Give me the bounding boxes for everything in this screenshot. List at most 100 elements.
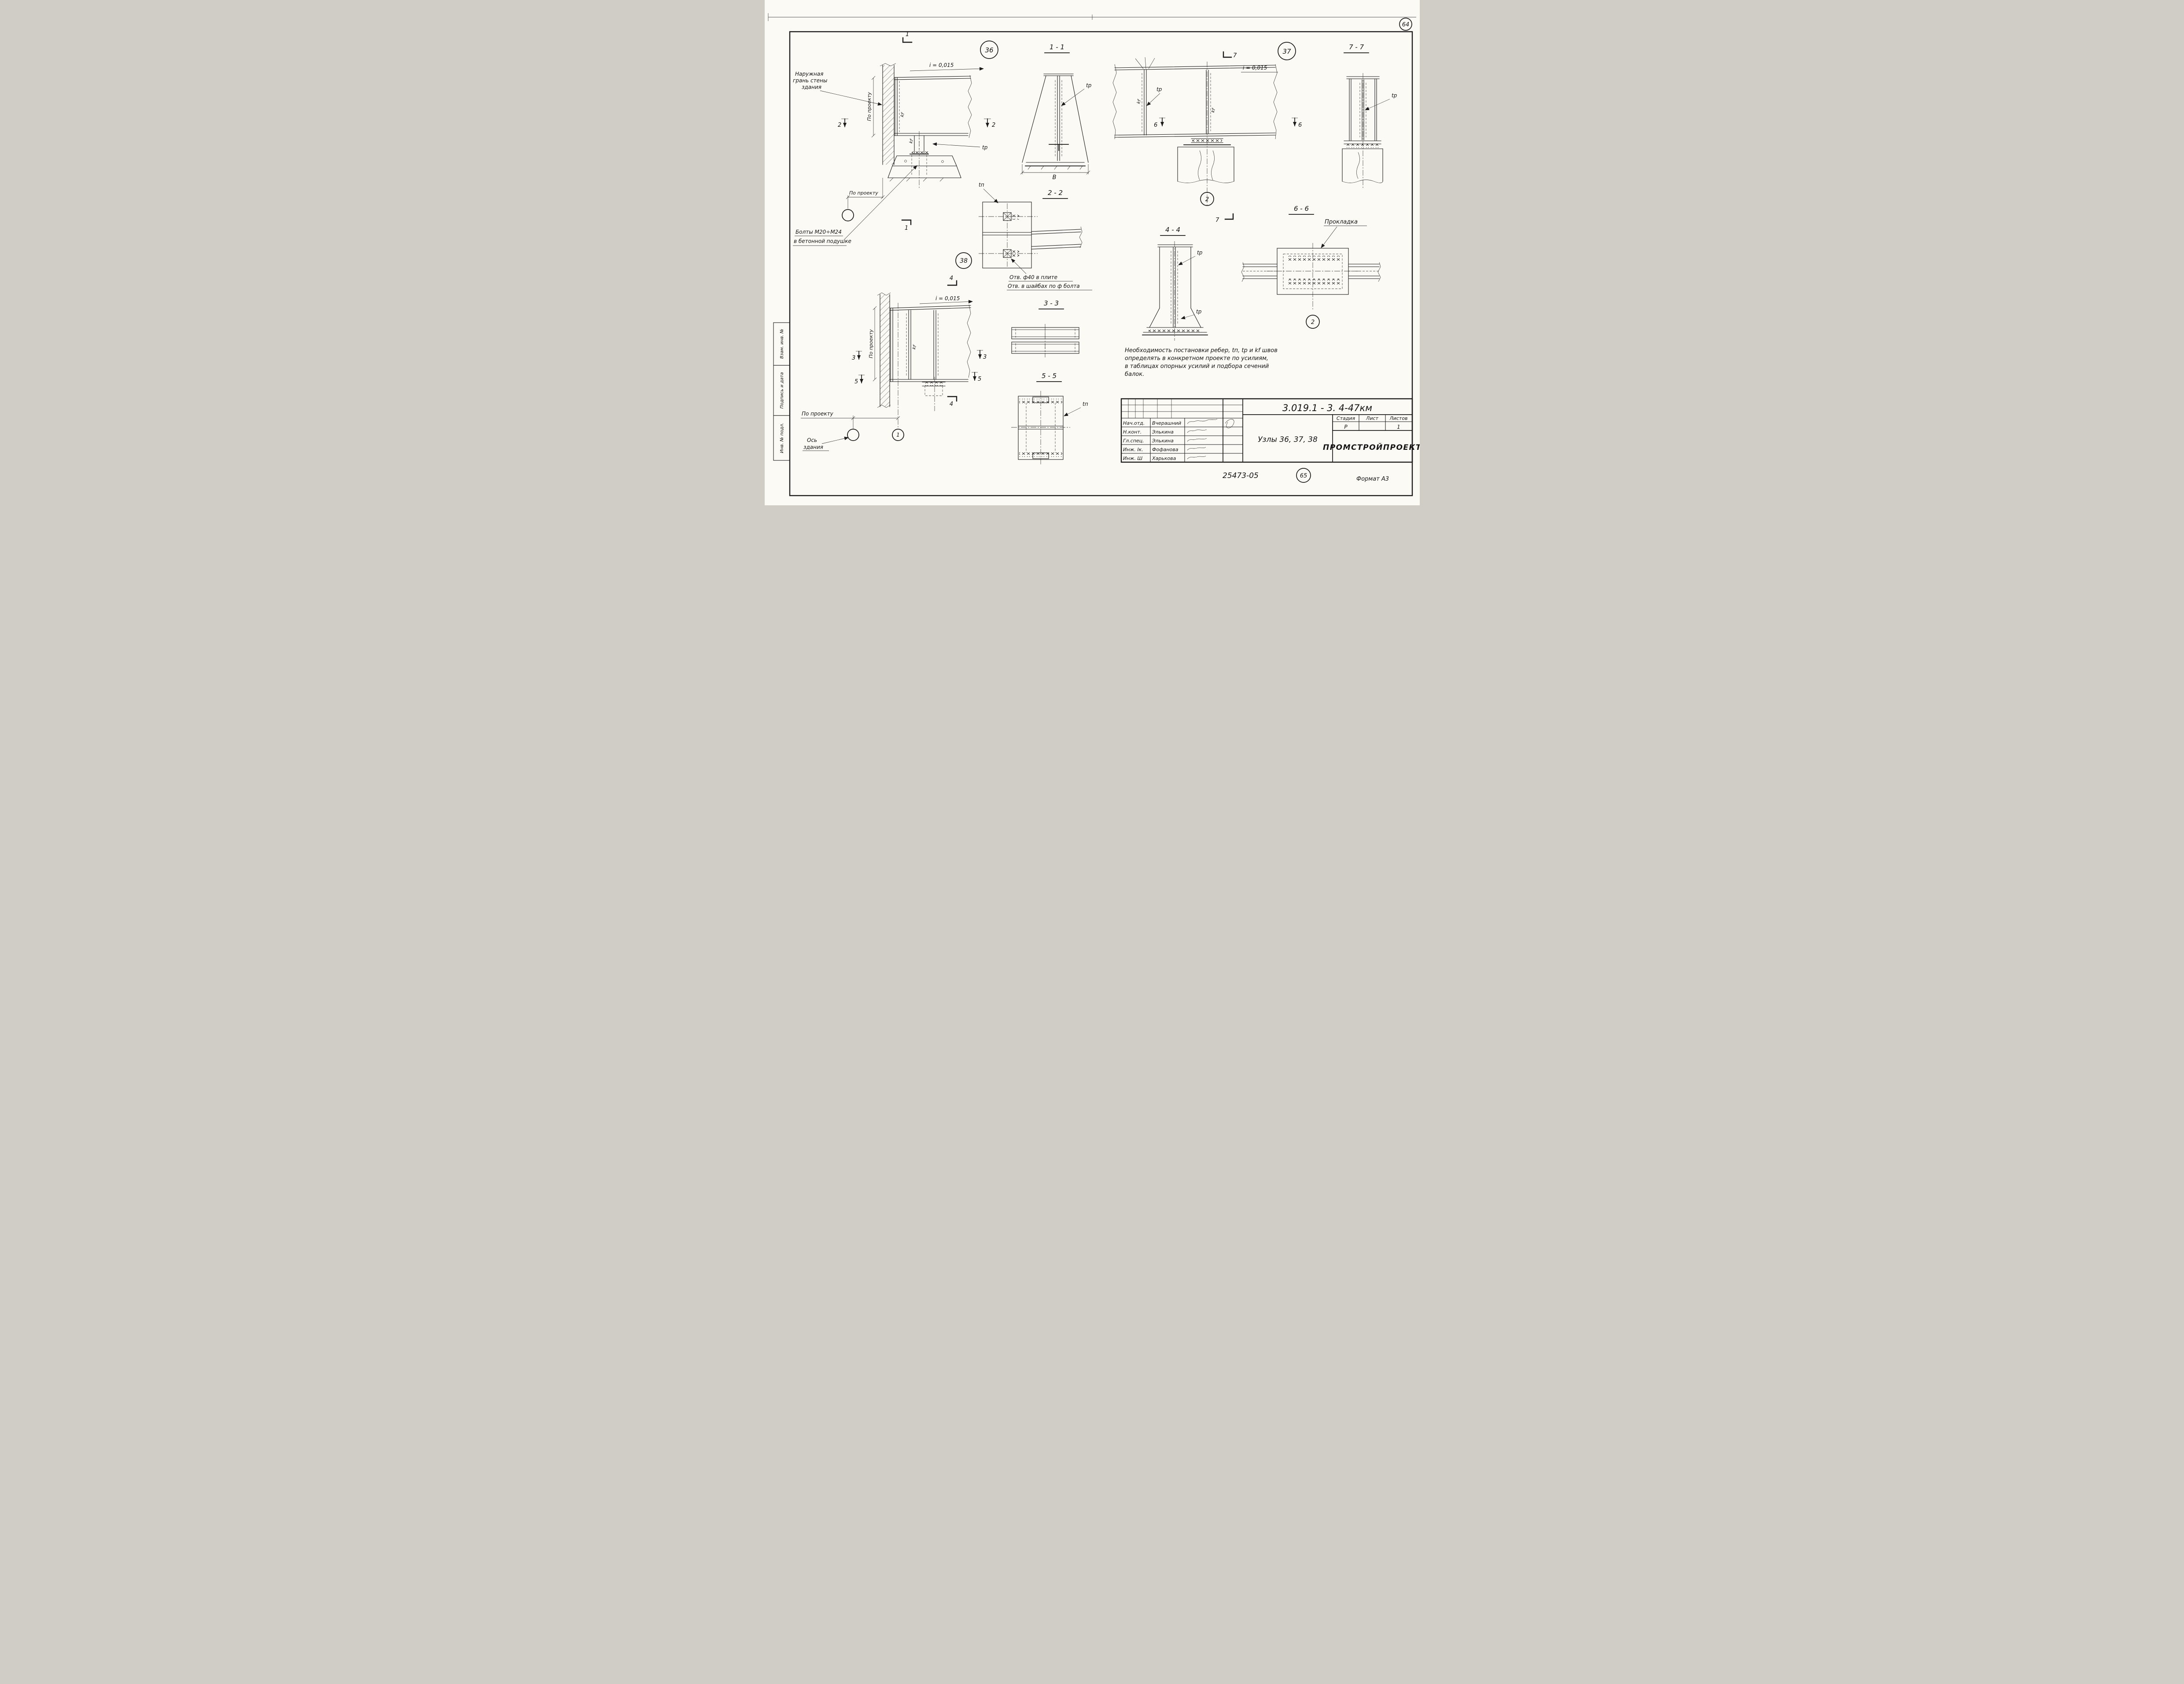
section-1-1-label: 1 - 1 <box>1049 43 1064 51</box>
note-line1: Необходимость постановки ребер, tп, tр и… <box>1125 347 1278 354</box>
dim-po-proektu: По проекту <box>868 329 874 358</box>
stiffener-tr-label: tр <box>1156 86 1162 92</box>
bolts-note-line1: Болты М20÷М24 <box>796 229 842 235</box>
slope-label: i = 0,015 <box>929 62 954 68</box>
sheet-badge-number: 65 <box>1300 473 1307 479</box>
strip-label-inv: Инв. № подл. <box>780 423 784 453</box>
cut-marker-4: 4 <box>949 401 953 408</box>
column-tr-label: tр <box>1392 92 1397 99</box>
sheets-header: Листов <box>1389 415 1407 421</box>
sheet-header: Лист <box>1366 415 1378 421</box>
section-1-1: 1 - 1 tр В <box>1020 43 1092 181</box>
sig-name: Элькина <box>1152 429 1174 435</box>
node37-badge <box>1277 42 1296 60</box>
sig-role: Гл.спец. <box>1123 438 1144 444</box>
footer-info: 25473-05 65 Формат А3 <box>1223 468 1389 483</box>
node37-number: 37 <box>1282 48 1291 55</box>
doc-number: 25473-05 <box>1223 471 1259 480</box>
node38-detail: kf i = 0,015 По проекту По проекту 1 Ось… <box>800 275 987 451</box>
note-line3: в таблицах опорных усилий и подбора сече… <box>1125 363 1269 370</box>
plate-tn-label: tп <box>979 182 984 188</box>
cut-marker-6: 6 <box>1154 122 1157 129</box>
haunch-tr-label: tр <box>1196 309 1202 315</box>
signature <box>1187 456 1206 460</box>
note-line2: определять в конкретном проекте по усили… <box>1125 355 1268 362</box>
weld-kf-label: kf <box>1211 107 1216 113</box>
cut-marker-5: 5 <box>854 379 858 385</box>
sheet-badge <box>1296 468 1311 483</box>
signature <box>1225 419 1234 428</box>
axis-bubble-2-number: 2 <box>1205 196 1208 203</box>
format-note: Формат А3 <box>1356 476 1389 482</box>
section-3-3-label: 3 - 3 <box>1043 299 1058 307</box>
web-tr-label: tр <box>1086 82 1092 88</box>
node37-detail: 37 kf kf tр 2 i = 0,015 <box>1112 42 1302 224</box>
signature <box>1187 429 1207 433</box>
section-7-7-label: 7 - 7 <box>1348 43 1363 51</box>
cut-marker-4: 4 <box>949 275 953 282</box>
side-strip: Взам. инв. № Подпись и дата Инв. № подл. <box>773 322 790 461</box>
general-note: Необходимость постановки ребер, tп, tр и… <box>1125 347 1278 378</box>
cut-marker-6: 6 <box>1298 122 1302 129</box>
plate-tn-label: tп <box>1083 401 1088 407</box>
signature <box>1187 438 1207 442</box>
section-4-4-label: 4 - 4 <box>1165 226 1180 234</box>
axis-bubble-empty <box>841 209 854 221</box>
sig-name: Фофанова <box>1152 447 1179 452</box>
gasket-label: Прокладка <box>1325 219 1358 225</box>
weld-kf-label: kf <box>1136 99 1142 104</box>
sheet-title: Узлы 36, 37, 38 <box>1258 435 1318 444</box>
web-tr-label: tр <box>1197 250 1203 256</box>
sig-role: Инж. Ш <box>1123 456 1142 461</box>
section-6-6: 6 - 6 Прокладка 2 <box>1241 205 1381 329</box>
sig-name: Элькина <box>1152 438 1174 444</box>
cut-marker-1: 1 <box>904 225 908 232</box>
frame: 64 <box>768 13 1416 496</box>
dim-po-proektu: По проекту <box>849 190 878 196</box>
node38-badge <box>955 252 972 269</box>
strip-label-vzam: Взам. инв. № <box>780 329 784 359</box>
blueprint-svg: 64 Взам. инв. № Подпись и дата Инв. № по… <box>764 0 1420 505</box>
section-2-2: 2 - 2 tп Отв. ф40 в плите Отв. в шайбах … <box>955 182 1092 290</box>
cut-marker-2: 2 <box>992 122 995 129</box>
cut-marker-3: 3 <box>983 354 987 360</box>
axis-bubble-1-number: 1 <box>896 432 900 438</box>
section-6-6-label: 6 - 6 <box>1293 205 1308 213</box>
weld-kf-label: kf <box>912 344 917 350</box>
drawing-sheet: 64 Взам. инв. № Подпись и дата Инв. № по… <box>764 0 1420 505</box>
sig-role: Нач.отд. <box>1123 420 1145 426</box>
node36-detail: 36 i = 0,015 Наружная <box>792 31 998 246</box>
cut-marker-7: 7 <box>1233 52 1237 59</box>
sig-name: Харькова <box>1152 456 1176 461</box>
node36-badge <box>980 40 998 59</box>
axis-bubble-1 <box>891 429 904 441</box>
building-axis-line1: Ось <box>807 437 817 443</box>
page-number: 64 <box>1402 22 1409 28</box>
wall-face-line3: здания <box>802 84 821 90</box>
section-5-5-label: 5 - 5 <box>1041 372 1056 380</box>
dim-po-proektu: По проекту <box>866 92 872 121</box>
holes-note-line1: Отв. ф40 в плите <box>1009 274 1057 280</box>
node36-number: 36 <box>985 46 993 54</box>
slope-label: i = 0,015 <box>935 295 960 302</box>
slope-label: i = 0,015 <box>1243 65 1267 71</box>
page-number-badge <box>1399 18 1412 31</box>
node38-number: 38 <box>960 257 968 265</box>
stage-value: Р <box>1344 424 1348 430</box>
wall-face-line2: грань стены <box>793 77 827 84</box>
weld-kf-label: kf <box>900 112 906 118</box>
sig-role: Инж. Iк. <box>1123 447 1143 452</box>
holes-note-line2: Отв. в шайбах по ф болта <box>1008 283 1080 289</box>
sig-role: Н.конт. <box>1123 429 1142 435</box>
axis-bubble-empty <box>847 429 859 441</box>
weld-kf-label: kf <box>909 138 914 144</box>
bolts-note-line2: в бетонной подушке <box>794 238 851 244</box>
doc-code: 3.019.1 - 3. 4-47км <box>1282 403 1372 413</box>
section-3-3: 3 - 3 <box>1011 299 1079 357</box>
cut-marker-7: 7 <box>1215 217 1219 224</box>
title-block: Нач.отд. Вчерашний Н.конт. Элькина Гл.сп… <box>1120 398 1420 463</box>
sig-name: Вчерашний <box>1152 420 1181 426</box>
cut-marker-5: 5 <box>978 376 981 382</box>
note-line4: балок. <box>1125 371 1144 378</box>
axis-bubble-2 <box>1305 315 1320 329</box>
